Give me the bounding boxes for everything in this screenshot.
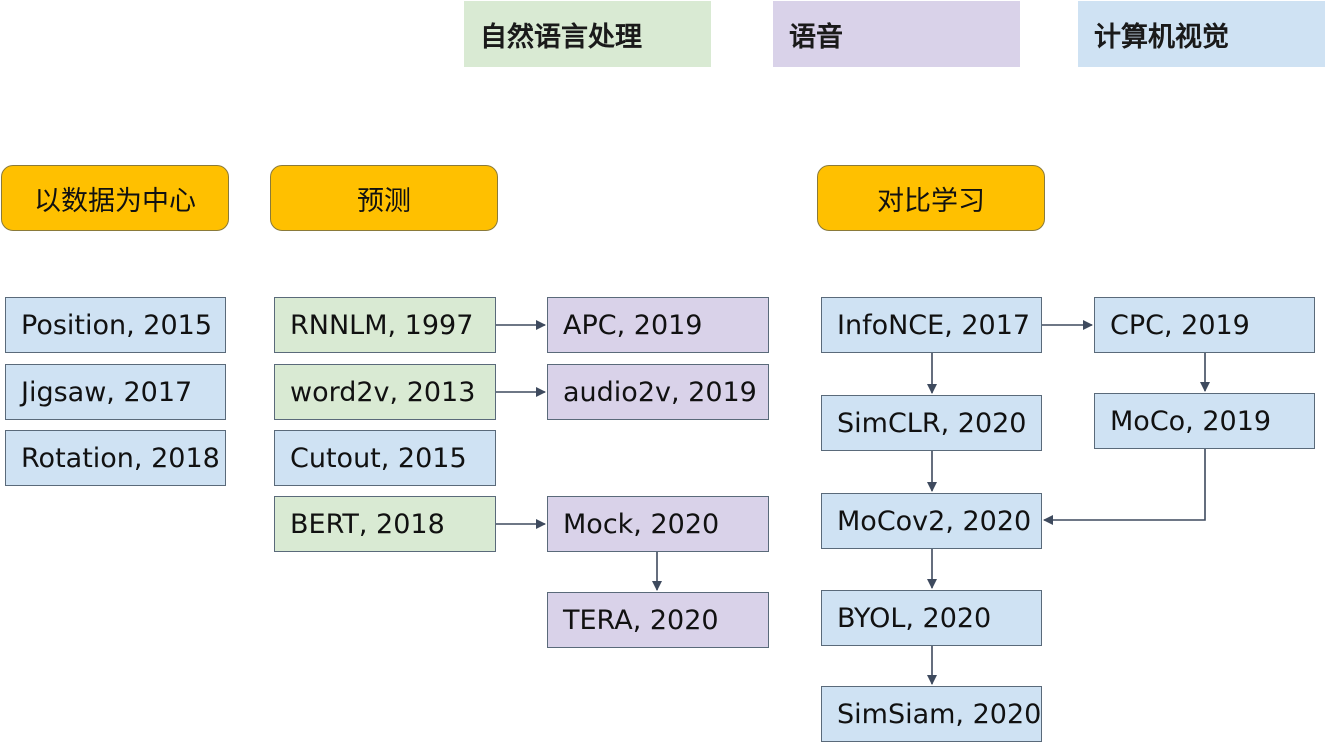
header-data-centric-label: 以数据为中心 xyxy=(34,185,196,217)
node-word2v-label: word2v, 2013 xyxy=(290,376,476,408)
node-mocov2: MoCov2, 2020 xyxy=(821,493,1042,549)
node-cutout-label: Cutout, 2015 xyxy=(290,442,467,474)
node-position-label: Position, 2015 xyxy=(21,309,213,341)
node-bert: BERT, 2018 xyxy=(274,496,496,552)
node-byol: BYOL, 2020 xyxy=(821,590,1042,646)
legend-nlp: 自然语言处理 xyxy=(464,1,711,67)
header-data-centric: 以数据为中心 xyxy=(1,165,229,231)
arrow-moco-mocov2 xyxy=(1043,449,1206,525)
node-simclr: SimCLR, 2020 xyxy=(821,395,1042,451)
node-simclr-label: SimCLR, 2020 xyxy=(837,407,1027,439)
node-mocov2-label: MoCov2, 2020 xyxy=(837,505,1032,537)
node-rnnlm: RNNLM, 1997 xyxy=(274,297,496,353)
node-cpc-label: CPC, 2019 xyxy=(1110,309,1250,341)
legend-speech-label: 语音 xyxy=(789,21,843,53)
node-jigsaw-label: Jigsaw, 2017 xyxy=(21,376,193,408)
node-word2v: word2v, 2013 xyxy=(274,364,496,420)
node-infonce: InfoNCE, 2017 xyxy=(821,297,1042,353)
node-rnnlm-label: RNNLM, 1997 xyxy=(290,309,474,341)
node-audio2v: audio2v, 2019 xyxy=(547,364,769,420)
legend-cv-label: 计算机视觉 xyxy=(1094,21,1229,53)
legend-cv: 计算机视觉 xyxy=(1078,1,1325,67)
node-apc-label: APC, 2019 xyxy=(563,309,703,341)
node-cpc: CPC, 2019 xyxy=(1094,297,1315,353)
node-position: Position, 2015 xyxy=(5,297,226,353)
node-tera-label: TERA, 2020 xyxy=(563,604,719,636)
node-moco: MoCo, 2019 xyxy=(1094,393,1315,449)
node-simsiam-label: SimSiam, 2020 xyxy=(837,698,1042,730)
node-apc: APC, 2019 xyxy=(547,297,769,353)
node-simsiam: SimSiam, 2020 xyxy=(821,686,1042,742)
node-infonce-label: InfoNCE, 2017 xyxy=(837,309,1031,341)
node-byol-label: BYOL, 2020 xyxy=(837,602,992,634)
node-mock: Mock, 2020 xyxy=(547,496,769,552)
header-contrastive-label: 对比学习 xyxy=(877,185,985,217)
node-tera: TERA, 2020 xyxy=(547,592,769,648)
header-prediction-label: 预测 xyxy=(357,185,411,217)
legend-nlp-label: 自然语言处理 xyxy=(480,21,642,53)
legend-speech: 语音 xyxy=(773,1,1020,67)
node-jigsaw: Jigsaw, 2017 xyxy=(5,364,226,420)
node-mock-label: Mock, 2020 xyxy=(563,508,720,540)
node-bert-label: BERT, 2018 xyxy=(290,508,445,540)
node-rotation: Rotation, 2018 xyxy=(5,430,226,486)
node-moco-label: MoCo, 2019 xyxy=(1110,405,1272,437)
header-prediction: 预测 xyxy=(270,165,498,231)
node-rotation-label: Rotation, 2018 xyxy=(21,442,220,474)
header-contrastive: 对比学习 xyxy=(817,165,1045,231)
node-audio2v-label: audio2v, 2019 xyxy=(563,376,757,408)
node-cutout: Cutout, 2015 xyxy=(274,430,496,486)
